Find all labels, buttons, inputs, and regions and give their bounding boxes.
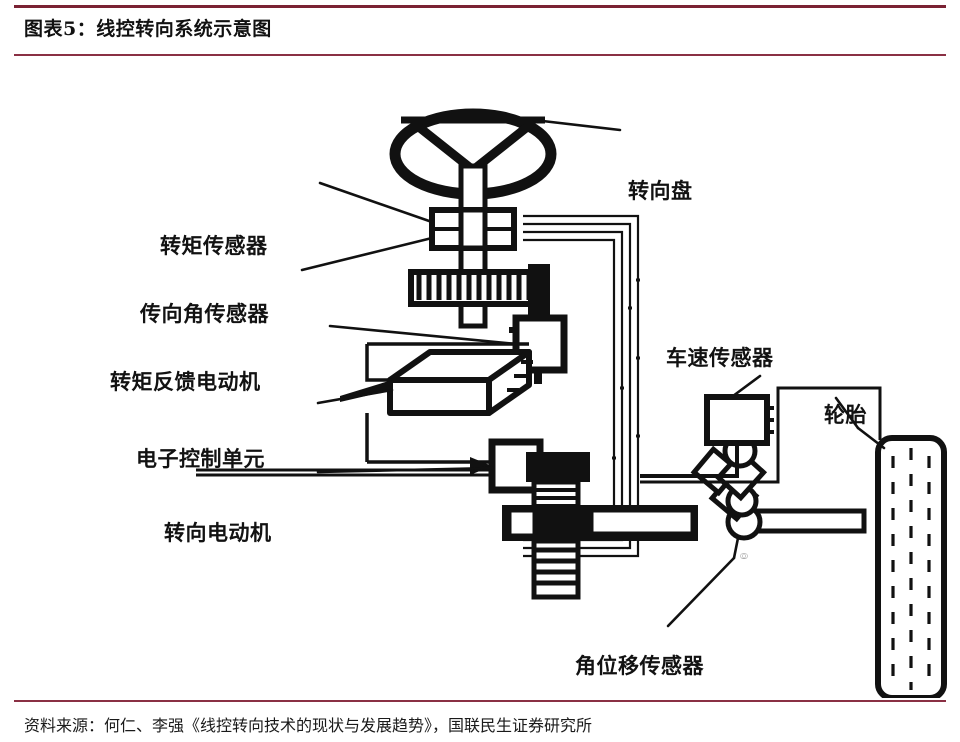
vehicle-speed-sensor-box	[704, 394, 774, 446]
header-bottom-rule	[14, 54, 946, 56]
ecu-box	[387, 349, 533, 416]
label-steering-wheel: 转向盘	[628, 179, 693, 203]
ecu-bracket	[365, 342, 529, 382]
leader-speed-sensor	[731, 374, 762, 398]
label-steering-angle-sensor: 传向角传感器	[140, 302, 269, 326]
speed-sensor-wire	[640, 443, 739, 478]
page-title: 图表5：线控转向系统示意图	[24, 18, 272, 40]
leader-torque-sensor	[318, 181, 434, 224]
label-steering-motor: 转向电动机	[164, 521, 272, 545]
label-vehicle-speed-sensor: 车速传感器	[666, 346, 774, 370]
system-diagram: 转矩传感器 传向角传感器 转矩反馈电动机 电子控制单元 转向电动机 转向盘 车速…	[0, 58, 960, 698]
leader-tire	[856, 426, 886, 450]
leader-angle-sensor	[300, 236, 434, 272]
footer-rule	[14, 700, 946, 702]
source-note: 资料来源：何仁、李强《线控转向技术的现状与发展趋势》，国联民生证券研究所	[24, 716, 593, 735]
torque-sensor-block	[429, 207, 517, 251]
leader-lines	[300, 118, 886, 628]
label-electronic-control-unit: 电子控制单元	[136, 447, 265, 471]
pinion-actuator	[502, 452, 698, 600]
rod-arrow	[470, 457, 492, 475]
lower-linkage	[365, 413, 492, 464]
harness-ticks	[612, 278, 640, 460]
leader-tire-2	[834, 396, 860, 430]
leader-steering-wheel	[532, 118, 622, 132]
label-angular-displacement-sensor: 角位移传感器	[575, 654, 704, 678]
feedback-motor-box	[509, 314, 568, 384]
label-torque-feedback-motor: 转矩反馈电动机	[110, 370, 261, 394]
label-torque-sensor: 转矩传感器	[160, 234, 268, 258]
label-tire: 轮胎	[824, 403, 867, 427]
leader-disp-sensor	[666, 556, 736, 628]
tire	[875, 435, 947, 698]
leader-ecu	[316, 388, 394, 405]
leader-disp-sensor-2	[732, 536, 740, 560]
leader-steering-motor	[316, 466, 494, 474]
toothed-rack	[408, 264, 550, 316]
header-top-rule	[14, 5, 946, 8]
tire-bracket-wire	[640, 386, 882, 484]
leader-feedback-motor	[328, 324, 518, 346]
